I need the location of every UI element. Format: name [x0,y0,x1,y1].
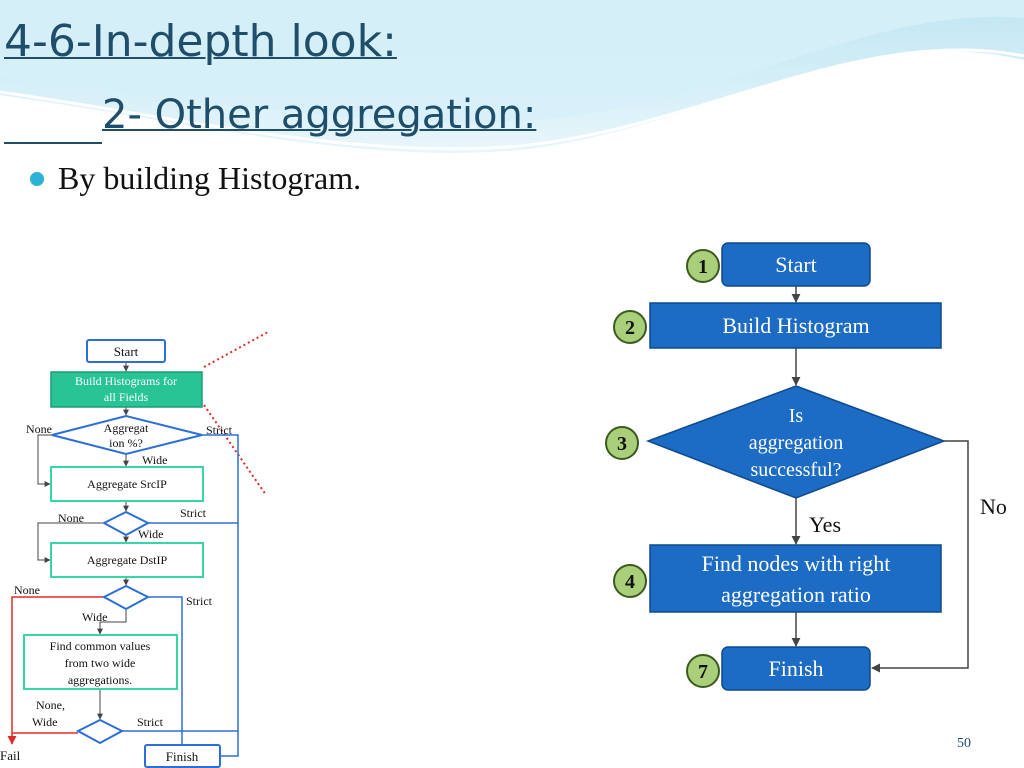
main-yes-label: Yes [809,512,841,537]
small-wide-label-3: Wide [82,610,108,624]
slide-title-line1: 4-6-In-depth look: [4,16,397,67]
small-agg-dst-label: Aggregate DstIP [87,553,168,567]
callout-line-top [203,331,269,368]
header-wave-front [0,0,1024,123]
small-decision-1 [51,414,203,456]
small-decision-2 [101,510,151,537]
main-find-line1: Find nodes with right [702,551,891,576]
main-start-label: Start [775,252,817,277]
small-none-wide-line2: Wide [32,715,58,729]
small-agg-src-label: Aggregate SrcIP [87,477,167,491]
slide-title-line2: 2- Other aggregation: [102,92,537,138]
small-strict-label-3: Strict [186,594,213,608]
small-strict-label-4: Strict [137,715,164,729]
small-wide-label-2: Wide [138,527,164,541]
main-find-box [649,544,942,613]
small-none-wide-line1: None, [36,698,65,712]
main-start-box [721,242,871,287]
bullet-icon [30,172,44,186]
small-common-box [23,634,178,690]
main-no-label: No [980,494,1007,519]
small-none-label-1: None [26,422,52,436]
small-agg-dst-box [50,542,204,578]
main-finish-label: Finish [768,656,823,681]
small-common-line2: from two wide [65,656,136,670]
arrow-no-to-finish [871,440,969,673]
small-none-label-2: None [58,511,84,525]
badge-7-label: 7 [698,661,708,683]
main-decision-line1: Is [789,405,804,427]
small-common-line1: Find common values [50,639,151,653]
page-number: 50 [957,736,971,751]
fail-path [11,596,104,734]
callout-line-bottom [203,404,267,496]
main-decision-line3: successful? [750,459,841,481]
small-decision-3 [101,584,151,611]
none-loop-2 [37,522,104,563]
small-finish-box [144,744,221,768]
small-strict-label-1: Strict [206,423,233,437]
main-build-box [649,302,942,349]
badge-2 [613,310,647,344]
small-start-label: Start [114,344,139,359]
small-wide-label-1: Wide [142,453,168,467]
small-arrow-7 [97,609,127,635]
badge-1-label: 1 [698,256,708,278]
main-build-label: Build Histogram [722,313,869,338]
badge-3 [605,426,639,460]
small-common-line3: aggregations. [68,673,132,687]
header-wave-line [0,48,1024,151]
none-loop-1 [37,434,52,487]
main-finish-box [721,646,871,691]
small-agg-src-box [50,466,204,502]
small-build-line1: Build Histograms for [75,374,177,388]
badge-3-label: 3 [617,433,627,455]
small-decision-4 [75,718,125,745]
strict-link-3 [148,596,183,756]
main-decision-line2: aggregation [749,432,843,454]
badge-7 [686,654,720,688]
main-find-line2: aggregation ratio [721,582,871,607]
small-build-line2: all Fields [104,390,149,404]
small-start-box [86,339,166,363]
badge-4-label: 4 [625,571,635,593]
small-flowchart: Start Build Histograms for all Fields Ag… [0,331,269,768]
badge-4 [613,564,647,598]
bullet-text: By building Histogram. [58,160,362,196]
badge-1 [686,249,720,283]
small-strict-label-2: Strict [180,506,207,520]
small-decision-1-line2: ion %? [109,436,143,450]
small-none-label-3: None [14,583,40,597]
small-decision-1-line1: Aggregat [104,421,149,435]
badge-2-label: 2 [625,317,635,339]
small-fail-label: Fail [0,748,21,763]
main-decision-diamond [645,385,947,499]
small-finish-label: Finish [166,749,199,764]
main-flowchart: Start Build Histogram Is aggregation suc… [605,242,1007,691]
title-underline [4,142,102,144]
small-build-box [50,371,203,408]
